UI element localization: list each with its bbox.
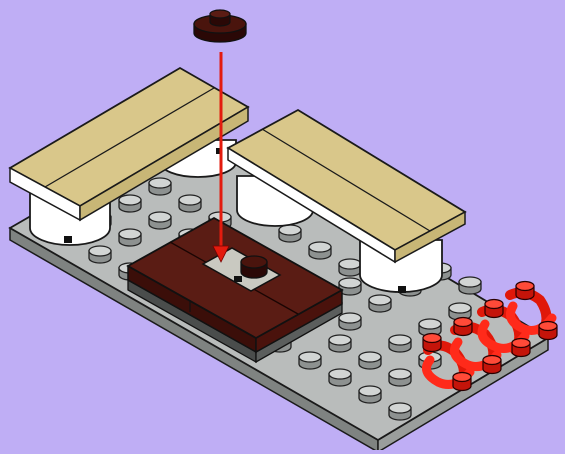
dark-brown-table-plate — [126, 216, 344, 364]
instruction-arrow — [212, 52, 230, 263]
red-flower-stems — [421, 280, 558, 392]
tan-bench-plate-right — [226, 108, 467, 264]
tan-bench-plate-left — [8, 66, 250, 222]
dark-brown-round-stud — [193, 9, 247, 43]
